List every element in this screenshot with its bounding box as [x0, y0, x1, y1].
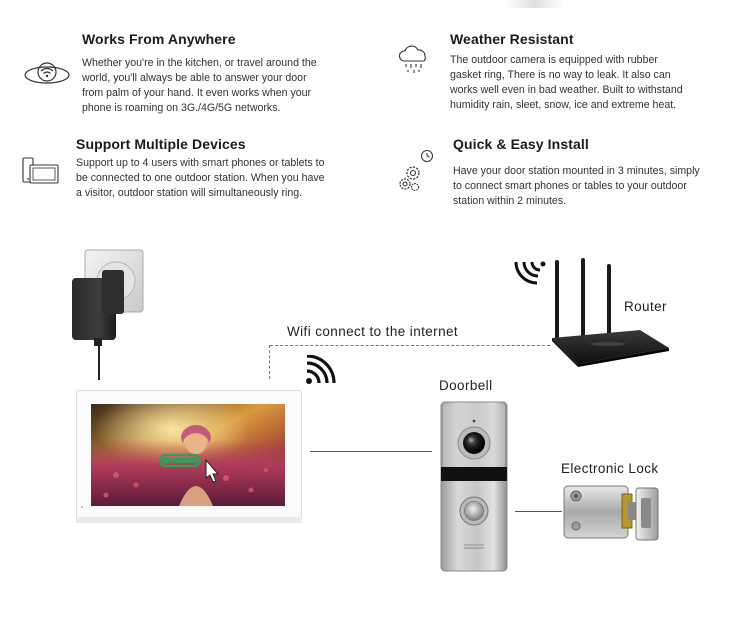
wifi-signal-icon [305, 354, 337, 385]
wifi-dashed-line [270, 345, 550, 346]
doorbell-label: Doorbell [439, 378, 493, 393]
router-wifi-icon [512, 258, 552, 294]
desc-line: a visitor, outdoor station will simultan… [76, 187, 303, 199]
gears-clock-icon [396, 148, 436, 194]
feature-title-works-from-anywhere: Works From Anywhere [82, 31, 236, 47]
desc-line: Whether you're in the kitchen, or travel… [82, 57, 317, 69]
desc-line: works well even in bad weather. Built to… [450, 84, 683, 96]
feature-desc-support-multiple-devices: Support up to 4 users with smart phones … [76, 156, 371, 201]
desc-line: from palm of your hand. It even works wh… [82, 87, 312, 99]
indoor-monitor [76, 390, 302, 523]
desc-line: humidity rain, sleet, snow, ice and extr… [450, 99, 677, 111]
desc-line: Support up to 4 users with smart phones … [76, 157, 325, 169]
desc-line: world, you'll always be able to answer y… [82, 72, 307, 84]
router-label: Router [624, 299, 667, 314]
globe-wifi-icon [22, 58, 72, 90]
doorbell-lock-line [515, 511, 562, 512]
devices-icon [22, 156, 62, 186]
feature-title-support-multiple-devices: Support Multiple Devices [76, 136, 246, 152]
rain-cloud-icon [396, 44, 432, 76]
top-edge-shadow [505, 0, 565, 8]
wifi-dashed-drop [269, 345, 270, 379]
monitor-doorbell-line [310, 451, 432, 452]
feature-title-quick-easy-install: Quick & Easy Install [453, 136, 589, 152]
feature-desc-works-from-anywhere: Whether you're in the kitchen, or travel… [82, 56, 372, 116]
feature-desc-weather-resistant: The outdoor camera is equipped with rubb… [450, 53, 735, 113]
desc-line: station within 2 minutes. [453, 195, 567, 207]
desc-line: gasket ring, There is no way to leak. It… [450, 69, 671, 81]
desc-line: be connected to one outdoor station. Whe… [76, 172, 325, 184]
doorbell-outdoor-station [440, 401, 508, 572]
desc-line: The outdoor camera is equipped with rubb… [450, 54, 658, 66]
power-adapter-image [68, 248, 148, 380]
router-image [548, 256, 672, 368]
wifi-connection-label: Wifi connect to the internet [287, 324, 459, 339]
electronic-lock-image [560, 482, 664, 544]
electronic-lock-label: Electronic Lock [561, 461, 659, 476]
feature-desc-quick-easy-install: Have your door station mounted in 3 minu… [453, 164, 738, 209]
desc-line: Have your door station mounted in 3 minu… [453, 165, 700, 177]
feature-title-weather-resistant: Weather Resistant [450, 31, 574, 47]
desc-line: phone is roaming on 3G./4G/5G networks. [82, 102, 281, 114]
desc-line: to connect smart phones or tables to you… [453, 180, 687, 192]
